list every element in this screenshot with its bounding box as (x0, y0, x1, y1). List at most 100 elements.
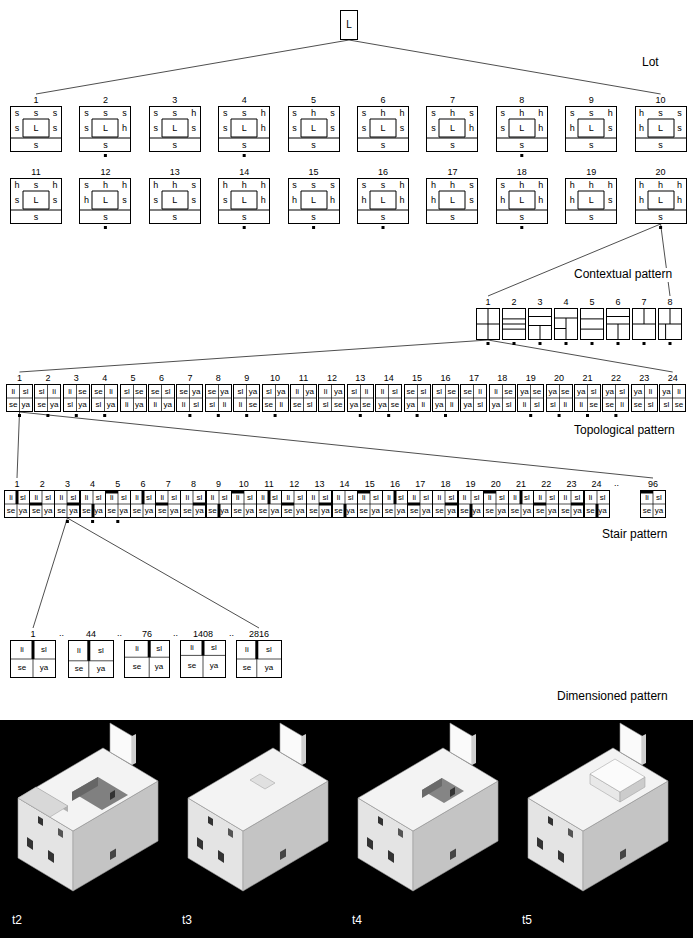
contextual-pattern-box: 5 (580, 296, 604, 340)
pattern-number: 96 (640, 478, 666, 490)
divider-line (92, 119, 118, 120)
cell-letter: ya (246, 507, 254, 515)
topological-pattern-box: 11liyasesl (290, 372, 317, 412)
cell-letter: s (53, 196, 58, 205)
pattern-number: 3 (528, 296, 552, 308)
divider-line (660, 398, 685, 399)
divider-line (439, 191, 465, 192)
cell-letter: li (60, 494, 64, 502)
cell-letter: s (469, 196, 474, 205)
cell-letter: s (242, 213, 247, 222)
pattern-number: 11 (290, 372, 317, 384)
pattern-frame: shssLss (288, 106, 340, 152)
cell-letter: h (608, 109, 613, 118)
topological-pattern-box: 4selislya (91, 372, 118, 412)
cell-letter: sl (71, 494, 77, 502)
pattern-frame: lislseya (306, 490, 332, 518)
cell-letter: sl (392, 388, 398, 396)
pattern-number: 20 (483, 478, 509, 490)
divider-line (376, 398, 401, 399)
cell-letter: L (103, 196, 108, 205)
lot-pattern-box: 5shssLss (288, 94, 340, 152)
cell-letter: ya (577, 388, 585, 396)
pattern-frame: lislseya (458, 490, 484, 518)
black-ground (0, 720, 693, 938)
selection-mark (91, 520, 94, 523)
divider-line (326, 191, 327, 209)
divider-line (433, 398, 458, 399)
divider-line (509, 137, 535, 138)
divider-line (156, 504, 180, 505)
selection-mark (18, 414, 21, 417)
selection-mark (274, 414, 277, 417)
pattern-number: 24 (659, 372, 686, 384)
divider-line (477, 324, 499, 325)
cell-letter: s (501, 109, 506, 118)
pattern-number: 20 (546, 372, 573, 384)
cell-letter: ya (549, 388, 557, 396)
pattern-frame: hshsLss (10, 178, 62, 224)
cell-letter: se (391, 401, 399, 409)
cell-letter: h (399, 196, 404, 205)
pattern-number: 1 (4, 478, 30, 490)
cell-letter: ya (523, 507, 531, 515)
stair-pattern-box: 6lislseya (130, 478, 156, 518)
cell-letter: h (84, 196, 89, 205)
cell-letter: s (431, 124, 436, 133)
cell-letter: h (639, 181, 644, 190)
cell-letter: li (135, 494, 139, 502)
divider-line (219, 210, 269, 211)
time-step-label: t4 (350, 914, 364, 928)
cell-letter: li (677, 388, 681, 396)
cell-letter: ya (422, 507, 430, 515)
pattern-number: 1 (10, 628, 56, 640)
pattern-number: 6 (148, 372, 175, 384)
divider-line (673, 119, 674, 137)
stair-pattern-box: 14lislseya (332, 478, 358, 518)
divider-line (231, 119, 232, 137)
pattern-number: 7 (632, 296, 656, 308)
topological-pattern-box: 6seslliya (148, 372, 175, 412)
divider-line (370, 191, 371, 209)
cell-letter: sl (373, 494, 379, 502)
pattern-number: 6 (606, 296, 630, 308)
cell-letter: sl (96, 401, 102, 409)
pattern-number: 3 (149, 94, 201, 106)
topological-pattern-box: 17seliyasl (460, 372, 487, 412)
lot-pattern-box: 11hshsLss (10, 166, 62, 224)
cell-letter: h (191, 109, 196, 118)
cell-letter: sl (98, 647, 104, 655)
divider-line (370, 119, 371, 137)
cell-letter: sl (648, 401, 654, 409)
divider-line (604, 119, 605, 137)
pattern-frame: ssshLhs (288, 178, 340, 224)
tree-branch-line (661, 224, 670, 296)
cell-letter: s (501, 124, 506, 133)
pattern-number: 7 (426, 94, 478, 106)
cell-letter: s (381, 213, 386, 222)
cell-letter: li (579, 401, 583, 409)
divider-line (395, 491, 396, 517)
divider-line (665, 324, 666, 339)
cell-letter: li (77, 647, 81, 655)
divider-line (300, 119, 301, 137)
cell-letter: h (608, 181, 613, 190)
contextual-pattern-box: 3 (528, 296, 552, 340)
divider-line (396, 119, 397, 137)
pattern-frame (580, 308, 604, 340)
divider-line (370, 137, 396, 138)
pattern-frame: lislseya (130, 490, 156, 518)
divider-line (92, 209, 118, 210)
cell-letter: s (34, 141, 39, 150)
selection-mark (217, 414, 220, 417)
cell-letter: se (586, 507, 594, 515)
lot-pattern-box: 12shhhLss (79, 166, 131, 224)
cell-letter: li (190, 644, 194, 652)
pattern-frame: slyaseli (262, 384, 289, 412)
divider-line (23, 209, 49, 210)
cell-letter: li (589, 494, 593, 502)
tree-branch-line (488, 340, 673, 372)
pattern-frame: lislseya (231, 490, 257, 518)
pattern-frame: seslliya (148, 384, 175, 412)
cell-letter: se (309, 507, 317, 515)
